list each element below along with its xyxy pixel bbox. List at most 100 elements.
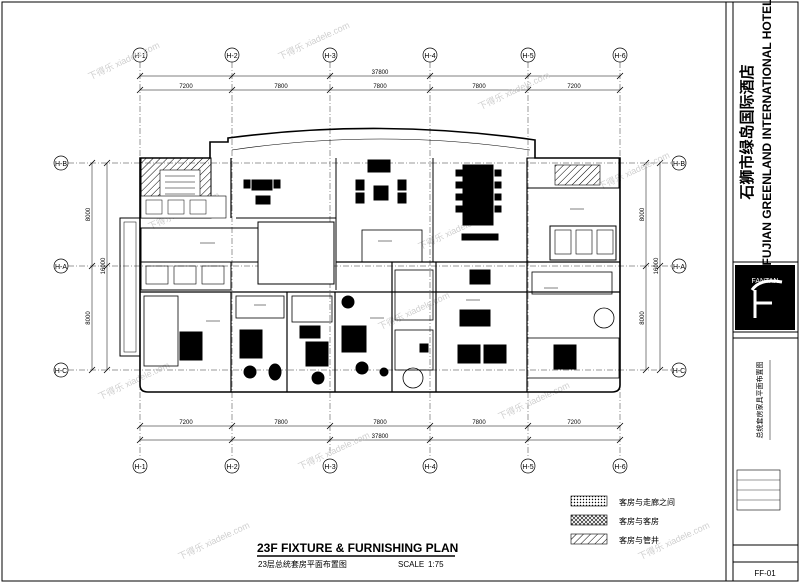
dimension-tick bbox=[642, 262, 650, 270]
dimension-tick bbox=[136, 72, 144, 80]
grid-bubble bbox=[322, 47, 338, 63]
dimension-value: 7800 bbox=[472, 420, 486, 426]
drawing-title: 23F FIXTURE & FURNISHING PLAN 23层总统套房平面布… bbox=[257, 541, 458, 569]
hotel-name-cn: 石狮市绿岛国际酒店 bbox=[738, 64, 756, 200]
project-name-cn: 总统套房家具平面布置图 bbox=[755, 362, 764, 439]
conference-table bbox=[462, 164, 494, 226]
dimension-value: 8000 bbox=[640, 311, 646, 325]
dimension-tick bbox=[616, 422, 624, 430]
grid-bubble bbox=[671, 362, 687, 378]
dimension-tick bbox=[103, 262, 111, 270]
grid-bubble bbox=[612, 458, 628, 474]
dimension-tick bbox=[88, 366, 96, 374]
bed bbox=[305, 341, 329, 367]
dimension-tick bbox=[88, 262, 96, 270]
watermark: 下得乐 xiadele.com bbox=[96, 359, 171, 402]
dimension-value: 7800 bbox=[472, 84, 486, 90]
dimension-total: 37800 bbox=[372, 70, 389, 76]
grid-label: H-6 bbox=[614, 53, 625, 60]
watermark: 下得乐 xiadele.com bbox=[376, 289, 451, 332]
dimension-tick bbox=[136, 436, 144, 444]
dimension-value: 7200 bbox=[179, 420, 193, 426]
grid-label: H-4 bbox=[424, 464, 435, 471]
legend-swatch-hatch bbox=[570, 533, 608, 545]
grid-bubble bbox=[422, 458, 438, 474]
grid-label: H-A bbox=[673, 264, 685, 271]
bed bbox=[553, 344, 577, 370]
title-block: 石狮市绿岛国际酒店 FUJIAN GREENLAND INTERNATIONAL… bbox=[732, 0, 799, 578]
dimension-value: 7200 bbox=[567, 84, 581, 90]
dimension-tick bbox=[616, 86, 624, 94]
dimension-tick bbox=[656, 159, 664, 167]
grid-bubble bbox=[53, 155, 69, 171]
drawing-title-en: 23F FIXTURE & FURNISHING PLAN bbox=[257, 541, 458, 555]
watermark: 下得乐 xiadele.com bbox=[476, 69, 551, 112]
grid-bubble bbox=[53, 362, 69, 378]
grid-bubble bbox=[224, 47, 240, 63]
legend-label: 客房与走廊之间 bbox=[619, 497, 675, 507]
dimension-value: 8000 bbox=[86, 207, 92, 221]
legend-label: 客房与管井 bbox=[619, 535, 659, 545]
grid-bubble bbox=[520, 458, 536, 474]
dimension-tick bbox=[426, 422, 434, 430]
grid-bubble bbox=[612, 47, 628, 63]
legend-swatch-cross bbox=[570, 514, 608, 526]
grid-label: H-1 bbox=[134, 464, 145, 471]
hotel-name-en: FUJIAN GREENLAND INTERNATIONAL HOTEL bbox=[760, 0, 774, 265]
grid-bubble bbox=[422, 47, 438, 63]
watermark: 下得乐 xiadele.com bbox=[276, 19, 351, 62]
dimension-tick bbox=[103, 159, 111, 167]
dimension-value: 7800 bbox=[274, 84, 288, 90]
dimension-total: 37800 bbox=[372, 434, 389, 440]
sheet-number: FF-01 bbox=[754, 569, 776, 578]
dimension-tick bbox=[326, 436, 334, 444]
bed bbox=[179, 331, 203, 361]
scale-label: SCALE bbox=[398, 560, 424, 569]
dimension-tick bbox=[426, 72, 434, 80]
dimension-total: 16000 bbox=[654, 257, 660, 274]
dimension-tick bbox=[88, 159, 96, 167]
dimension-tick bbox=[524, 72, 532, 80]
dimension-tick bbox=[228, 436, 236, 444]
dimension-tick bbox=[228, 72, 236, 80]
dimension-value: 7200 bbox=[567, 420, 581, 426]
grid-label: H-2 bbox=[226, 53, 237, 60]
dimension-tick bbox=[326, 86, 334, 94]
grid-bubble bbox=[322, 458, 338, 474]
watermark: 下得乐 xiadele.com bbox=[86, 39, 161, 82]
grid-label: H-1 bbox=[134, 53, 145, 60]
dimension-tick bbox=[524, 436, 532, 444]
grid-label: H-4 bbox=[424, 53, 435, 60]
grid-bubble bbox=[671, 155, 687, 171]
grid-label: H-5 bbox=[522, 464, 533, 471]
grid-label: H-2 bbox=[226, 464, 237, 471]
dimension-value: 7800 bbox=[373, 84, 387, 90]
dimension-tick bbox=[426, 436, 434, 444]
grid-label: H-6 bbox=[614, 464, 625, 471]
bed bbox=[341, 325, 367, 353]
dimension-tick bbox=[656, 366, 664, 374]
dimension-tick bbox=[656, 262, 664, 270]
dimension-tick bbox=[524, 86, 532, 94]
dimension-tick bbox=[616, 72, 624, 80]
furniture bbox=[179, 159, 577, 385]
watermark: 下得乐 xiadele.com bbox=[176, 519, 251, 562]
exterior-wall bbox=[139, 127, 621, 393]
dimension-tick bbox=[103, 366, 111, 374]
grid-label: H-C bbox=[55, 368, 67, 375]
building bbox=[119, 127, 621, 393]
legend-label: 客房与客房 bbox=[619, 516, 659, 526]
dimension-total: 16000 bbox=[101, 257, 107, 274]
dimension-tick bbox=[326, 72, 334, 80]
dimension-tick bbox=[642, 159, 650, 167]
legend: 客房与走廊之间 客房与客房 客房与管井 bbox=[570, 495, 675, 545]
grid-label: H-C bbox=[673, 368, 685, 375]
brand-logo bbox=[735, 265, 795, 330]
grid-label: H-B bbox=[673, 161, 685, 168]
dimension-tick bbox=[326, 422, 334, 430]
grid-label: H-A bbox=[55, 264, 67, 271]
watermark: 下得乐 xiadele.com bbox=[496, 379, 571, 422]
